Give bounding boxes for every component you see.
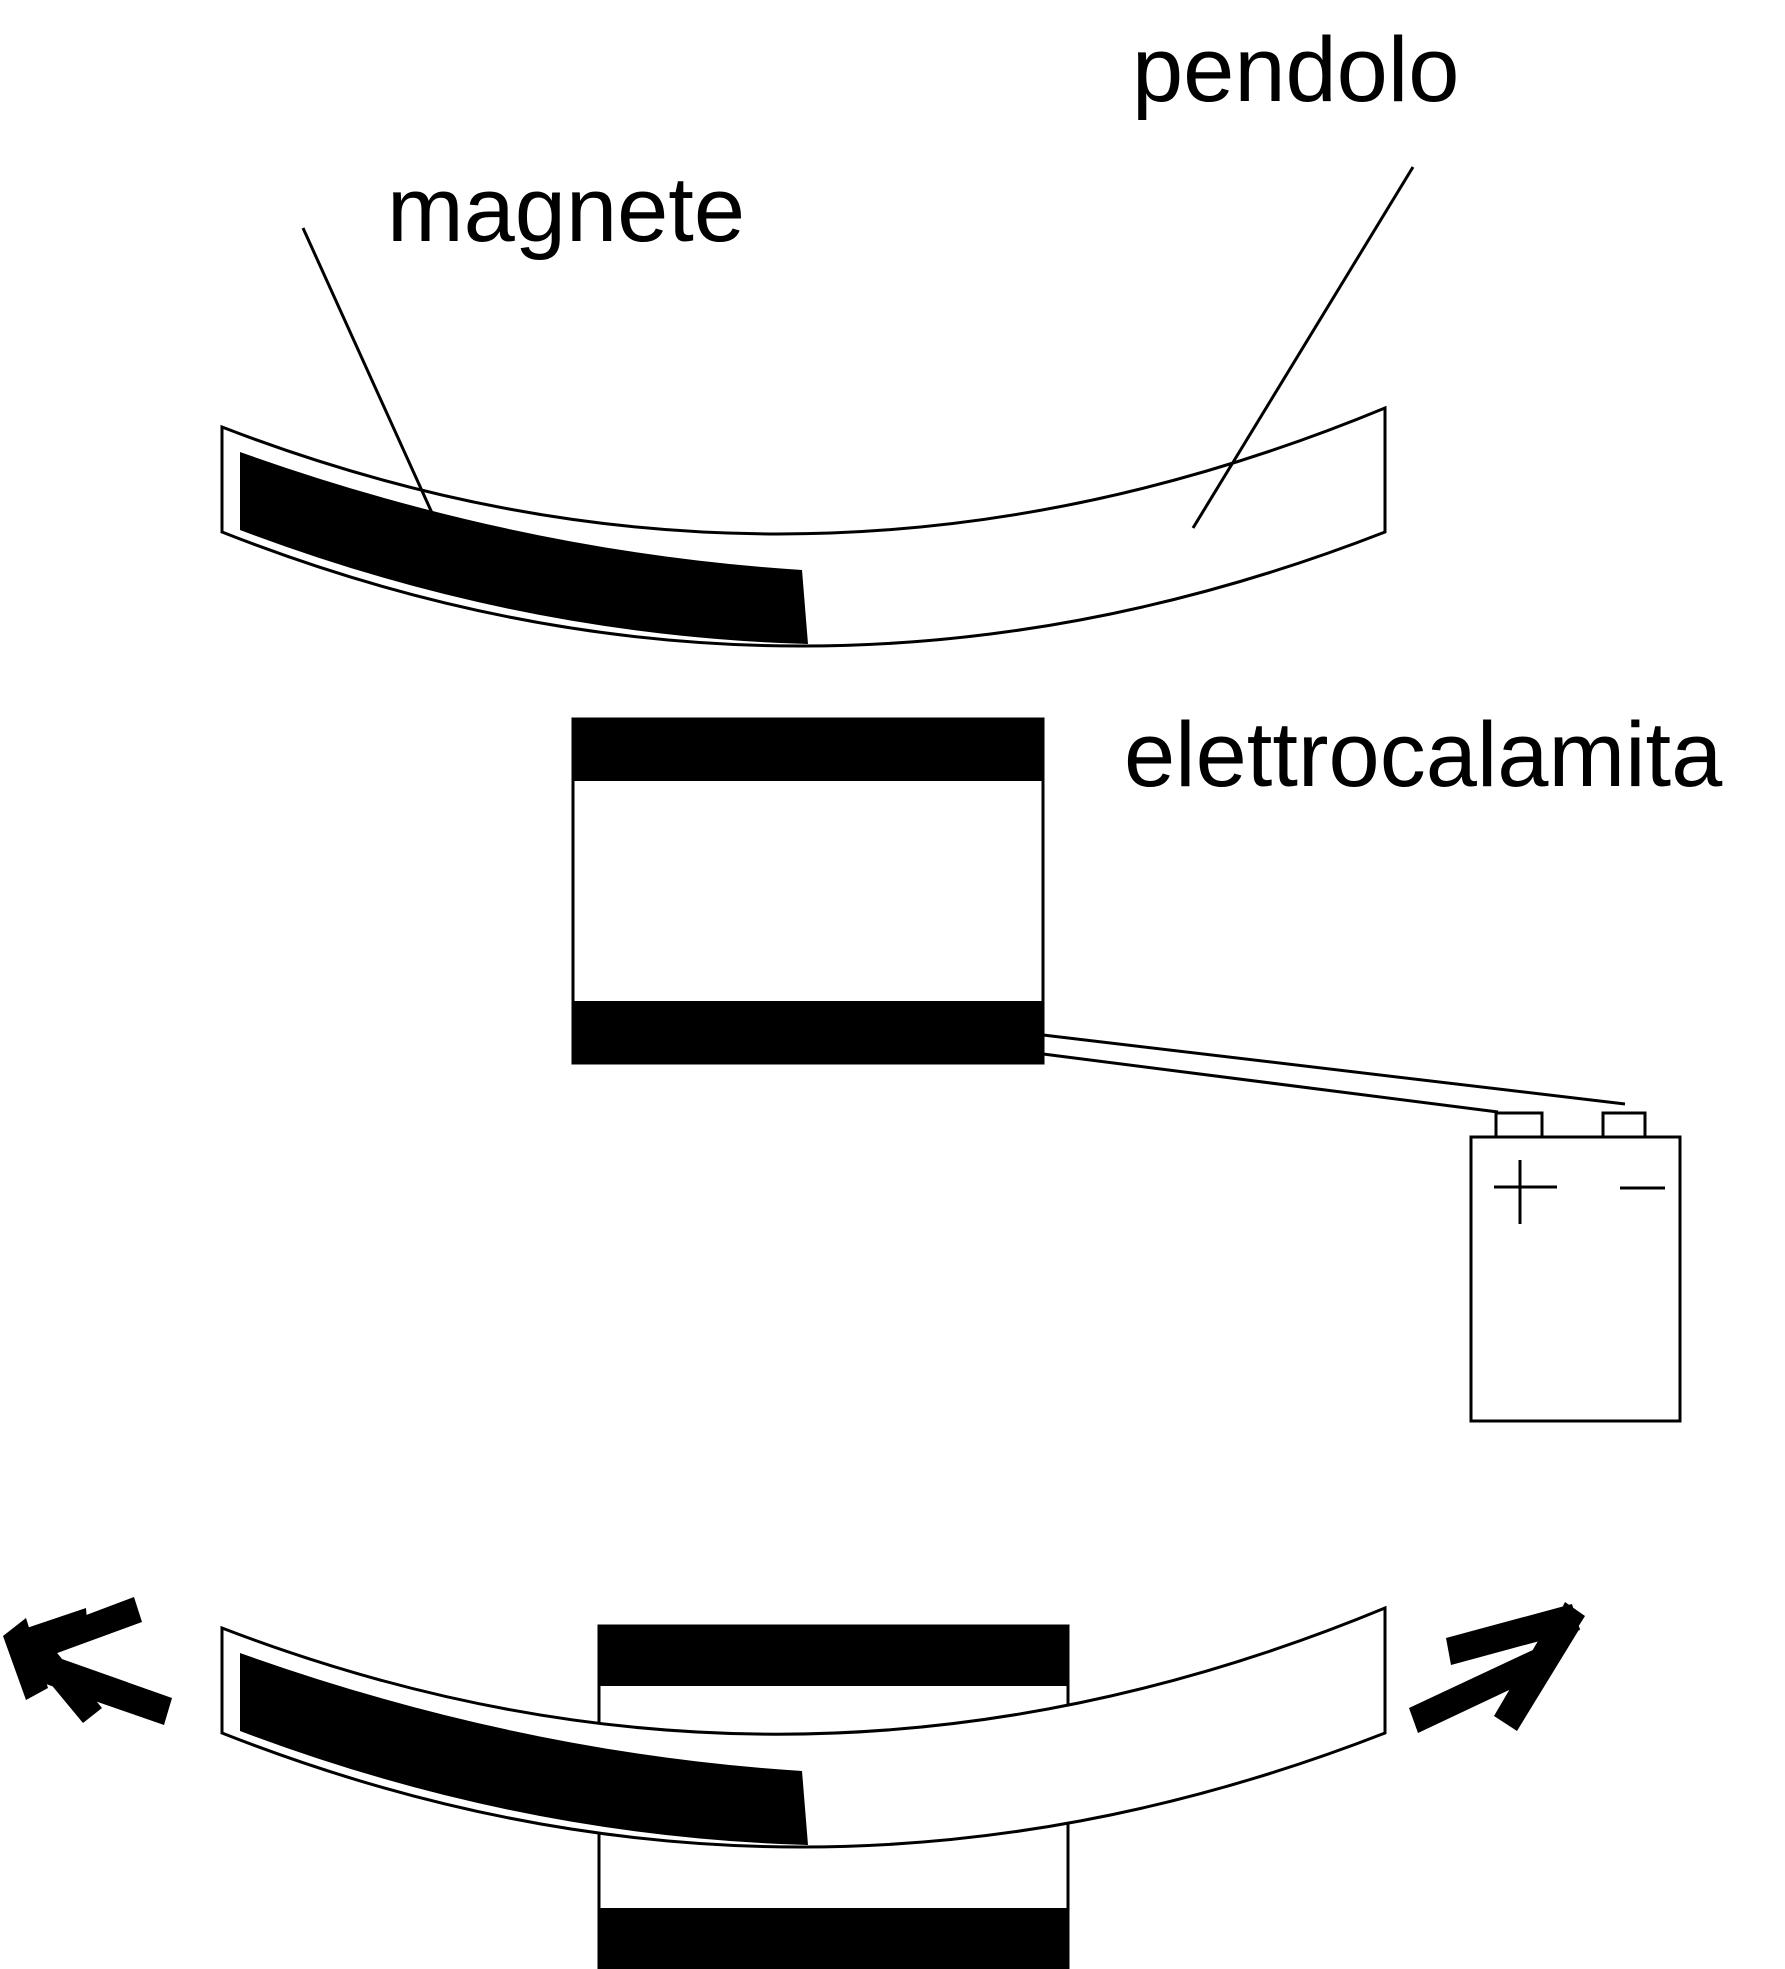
battery-body [1469, 1135, 1682, 1423]
top-pendulum-group [220, 405, 1387, 648]
battery: + − [1469, 1111, 1682, 1423]
electromagnet-bottom-lower-bar [599, 1908, 1068, 1969]
pendulum-label: pendolo [1132, 19, 1459, 121]
wires [1042, 1033, 1626, 1114]
arrow-right-head-lower [1494, 1612, 1580, 1731]
electromagnet-top-bar [573, 719, 1043, 781]
arrow-right-tip [1555, 1602, 1585, 1640]
electromagnet-label: elettrocalamita [1124, 704, 1723, 806]
electromagnet-bottom-top-bar [599, 1626, 1068, 1686]
magnet-label: magnete [387, 159, 745, 261]
electromagnet-top [571, 717, 1045, 1065]
wire-plus [1042, 1052, 1499, 1114]
arrow-left-barb [20, 1647, 172, 1725]
battery-terminal-minus [1601, 1111, 1647, 1139]
arrow-right-head-upper [1446, 1604, 1580, 1665]
pendulum-leader-line [1191, 166, 1415, 529]
wire-minus [1042, 1033, 1626, 1106]
arrow-right-shaft [1409, 1649, 1545, 1733]
arrow-left-head [3, 1608, 88, 1652]
bottom-scene [3, 1597, 1585, 1969]
magnet-leader-line [301, 227, 439, 525]
arrow-left-barb-upper [20, 1597, 142, 1663]
magnet-bottom [240, 1653, 808, 1845]
arrow-up-left-icon [3, 1597, 172, 1725]
magnet-top [240, 452, 808, 644]
electromagnet-bottom-bar [573, 1001, 1043, 1063]
battery-terminal-plus [1494, 1111, 1544, 1139]
arrow-up-right-icon [1409, 1602, 1585, 1733]
